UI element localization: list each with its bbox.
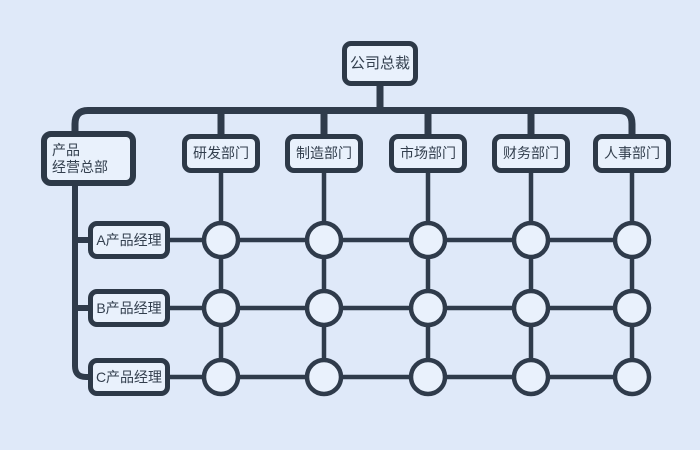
headquarters-box: 产品 经营总部 — [41, 131, 136, 186]
matrix-node-circle — [511, 220, 551, 260]
hq-spine-line — [72, 180, 92, 380]
matrix-node-circle — [304, 288, 344, 328]
matrix-node-circle — [408, 288, 448, 328]
product-manager-label: B产品经理 — [96, 299, 162, 316]
president-box: 公司总裁 — [342, 41, 418, 86]
matrix-node-circle — [201, 288, 241, 328]
matrix-node-circle — [408, 357, 448, 397]
department-box-finance: 财务部门 — [492, 134, 570, 173]
matrix-node-circle — [304, 357, 344, 397]
product-manager-label: C产品经理 — [95, 368, 163, 385]
matrix-grid-lines — [167, 168, 635, 380]
matrix-node-circle — [612, 357, 652, 397]
department-box-rd: 研发部门 — [182, 134, 260, 173]
department-box-manufacturing: 制造部门 — [285, 134, 363, 173]
product-manager-box-a: A产品经理 — [88, 221, 170, 259]
department-box-hr: 人事部门 — [593, 134, 671, 173]
headquarters-spine — [72, 180, 92, 380]
trunk-lines — [71, 78, 636, 142]
matrix-node-circle — [511, 357, 551, 397]
matrix-node-circle — [304, 220, 344, 260]
department-label: 市场部门 — [400, 145, 456, 162]
department-label: 制造部门 — [296, 145, 352, 162]
matrix-nodes — [201, 220, 652, 397]
trunk-line — [71, 107, 636, 142]
product-manager-box-c: C产品经理 — [88, 358, 170, 396]
headquarters-label-line2: 经营总部 — [52, 158, 108, 175]
matrix-node-circle — [511, 288, 551, 328]
matrix-node-circle — [612, 220, 652, 260]
department-label: 人事部门 — [604, 145, 660, 162]
department-label: 财务部门 — [503, 145, 559, 162]
matrix-node-circle — [201, 220, 241, 260]
product-manager-box-b: B产品经理 — [88, 289, 170, 327]
department-label: 研发部门 — [193, 145, 249, 162]
matrix-node-circle — [612, 288, 652, 328]
department-box-marketing: 市场部门 — [389, 134, 467, 173]
matrix-node-circle — [408, 220, 448, 260]
product-manager-label: A产品经理 — [96, 231, 162, 248]
matrix-node-circle — [201, 357, 241, 397]
headquarters-label-line1: 产品 — [52, 142, 80, 159]
president-label: 公司总裁 — [349, 54, 410, 72]
